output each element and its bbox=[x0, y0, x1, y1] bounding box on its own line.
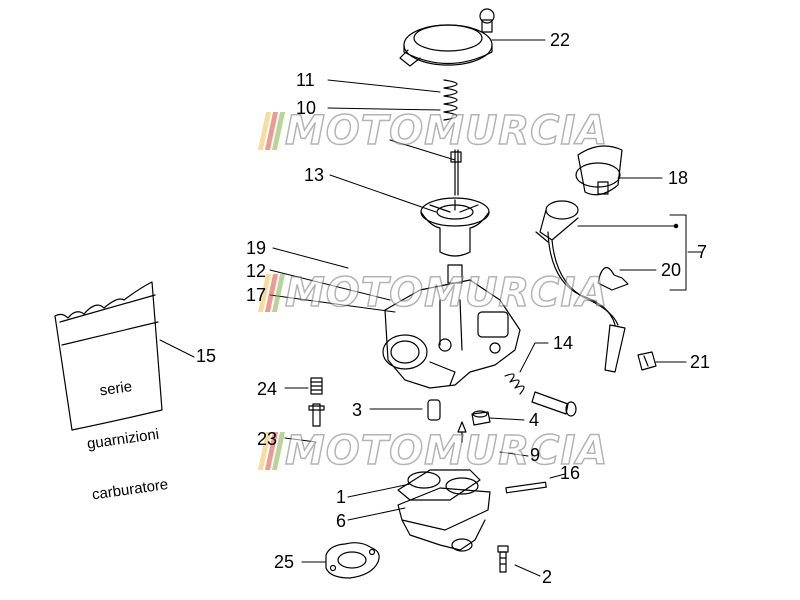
part-6-float-bowl bbox=[397, 487, 491, 552]
watermark-top: MOTOMURCIA bbox=[257, 107, 609, 155]
callout-12: 12 bbox=[246, 261, 267, 281]
callout-10: 10 bbox=[296, 98, 317, 118]
callout-4: 4 bbox=[529, 410, 540, 430]
callout-2: 2 bbox=[542, 567, 553, 587]
part-14-spring-screw bbox=[504, 373, 577, 417]
part-21-clamp bbox=[637, 351, 657, 371]
callout-22: 22 bbox=[550, 30, 571, 50]
callout-1: 1 bbox=[336, 487, 347, 507]
callout-15: 15 bbox=[196, 346, 217, 366]
callout-20: 20 bbox=[661, 260, 682, 280]
leader-lines bbox=[159, 39, 703, 577]
part-3-pin bbox=[427, 399, 441, 421]
part-7-choke-cable bbox=[535, 200, 626, 373]
callout-21: 21 bbox=[690, 352, 711, 372]
part-4-nut bbox=[471, 410, 491, 426]
part-20-clip bbox=[597, 266, 629, 291]
bag-line-2: guarnizioni bbox=[85, 425, 161, 453]
callout-7: 7 bbox=[697, 242, 708, 262]
callout-24: 24 bbox=[257, 379, 278, 399]
watermark-text: MOTOMURCIA bbox=[284, 269, 609, 317]
callout-9: 9 bbox=[530, 445, 541, 465]
part-11-spring bbox=[443, 79, 458, 121]
watermark-text: MOTOMURCIA bbox=[284, 427, 609, 475]
part-2-screw bbox=[497, 545, 509, 573]
part-13-slide-valve bbox=[420, 197, 490, 257]
part-22-top-cover bbox=[399, 8, 495, 67]
part-16-pin bbox=[505, 481, 547, 494]
part-1-float bbox=[397, 469, 481, 501]
callout-16: 16 bbox=[560, 463, 581, 483]
callout-25: 25 bbox=[274, 552, 295, 572]
callout-6: 6 bbox=[336, 511, 347, 531]
part-23-needle bbox=[457, 421, 467, 443]
part-10-needle bbox=[450, 149, 462, 196]
carburetor-body bbox=[382, 264, 521, 389]
watermark-stripes bbox=[257, 112, 286, 150]
callout-23: 23 bbox=[257, 429, 278, 449]
part-25-flange bbox=[325, 542, 380, 579]
callout-17: 17 bbox=[246, 285, 267, 305]
part-18-cap bbox=[575, 145, 623, 196]
watermark-text: MOTOMURCIA bbox=[284, 107, 609, 155]
callout-19: 19 bbox=[246, 238, 267, 258]
bag-line-1: serie bbox=[98, 378, 134, 400]
callout-13: 13 bbox=[304, 165, 325, 185]
callout-14: 14 bbox=[553, 333, 574, 353]
callout-11: 11 bbox=[296, 70, 315, 90]
part-24-jet bbox=[308, 377, 325, 427]
callout-3: 3 bbox=[352, 400, 363, 420]
part-15-gasket-bag bbox=[54, 281, 163, 431]
watermark-middle: MOTOMURCIA bbox=[257, 269, 609, 317]
watermark-bottom: MOTOMURCIA bbox=[257, 427, 609, 475]
callout-18: 18 bbox=[668, 168, 689, 188]
bag-line-3: carburatore bbox=[90, 475, 170, 504]
